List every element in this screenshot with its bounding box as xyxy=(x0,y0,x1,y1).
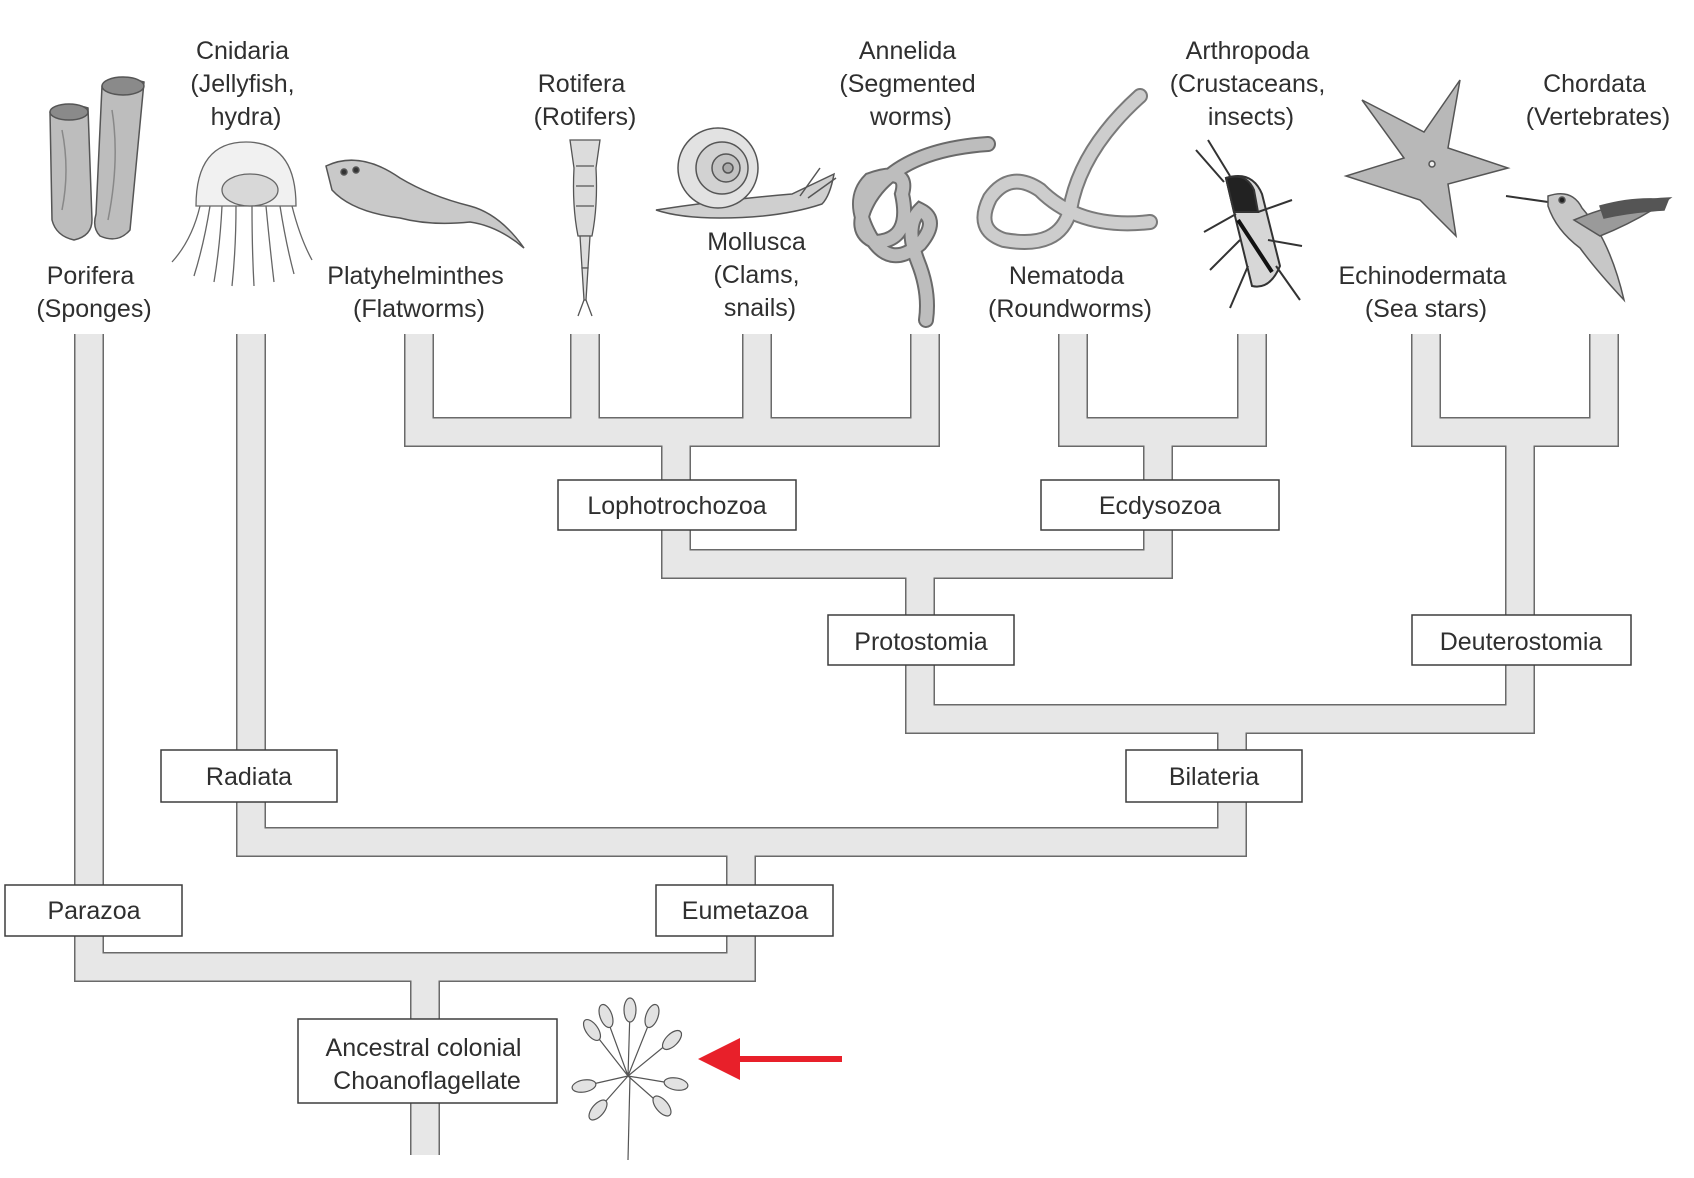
label-arthropoda: Arthropoda (Crustaceans, insects) xyxy=(1170,37,1333,131)
clade-lophotrochozoa: Lophotrochozoa xyxy=(557,479,797,531)
label-echinodermata: Echinodermata (Sea stars) xyxy=(1338,262,1513,323)
tree-branches xyxy=(74,334,1619,1155)
snail-illustration xyxy=(655,127,837,219)
label-rotifera: Rotifera (Rotifers) xyxy=(534,70,637,131)
label-nematoda: Nematoda (Roundworms) xyxy=(988,262,1152,323)
choanoflagellate-colony-illustration xyxy=(571,997,689,1161)
clade-radiata-label: Radiata xyxy=(206,763,292,791)
pointer-arrow xyxy=(698,1038,842,1080)
sponge-illustration xyxy=(49,76,145,241)
segmented-worm-illustration xyxy=(852,136,996,328)
clade-radiata: Radiata xyxy=(160,749,338,803)
clade-deuterostomia: Deuterostomia xyxy=(1411,614,1632,666)
clade-bilateria-label: Bilateria xyxy=(1169,763,1259,791)
clade-eumetazoa-label: Eumetazoa xyxy=(682,897,809,925)
clade-parazoa-label: Parazoa xyxy=(47,897,140,925)
clade-eumetazoa: Eumetazoa xyxy=(655,884,834,937)
rotifer-illustration xyxy=(569,139,601,317)
label-cnidaria: Cnidaria (Jellyfish, hydra) xyxy=(190,37,301,131)
sea-star-illustration xyxy=(1343,79,1511,239)
clade-lophotrochozoa-label: Lophotrochozoa xyxy=(587,492,766,520)
flatworm-illustration xyxy=(325,159,525,249)
clade-ancestor-label: Ancestral colonial Choanoflagellate xyxy=(326,1034,529,1095)
label-annelida: Annelida (Segmented worms) xyxy=(839,37,982,131)
label-chordata: Chordata (Vertebrates) xyxy=(1526,70,1671,131)
clade-bilateria: Bilateria xyxy=(1125,749,1303,803)
insect-illustration xyxy=(1195,139,1303,309)
clade-ecdysozoa: Ecdysozoa xyxy=(1040,479,1280,531)
clade-parazoa: Parazoa xyxy=(4,884,183,937)
roundworm-illustration xyxy=(976,88,1158,250)
jellyfish-illustration xyxy=(171,141,313,287)
clade-protostomia: Protostomia xyxy=(827,614,1015,666)
clade-deuterostomia-label: Deuterostomia xyxy=(1440,628,1603,656)
hummingbird-illustration xyxy=(1505,193,1673,303)
label-platyhelminthes: Platyhelminthes (Flatworms) xyxy=(327,262,510,323)
label-mollusca: Mollusca (Clams, snails) xyxy=(707,228,813,322)
clade-ecdysozoa-label: Ecdysozoa xyxy=(1099,492,1221,520)
clade-ancestor: Ancestral colonial Choanoflagellate xyxy=(297,1018,558,1104)
label-porifera: Porifera (Sponges) xyxy=(36,262,151,323)
clade-protostomia-label: Protostomia xyxy=(854,628,987,656)
